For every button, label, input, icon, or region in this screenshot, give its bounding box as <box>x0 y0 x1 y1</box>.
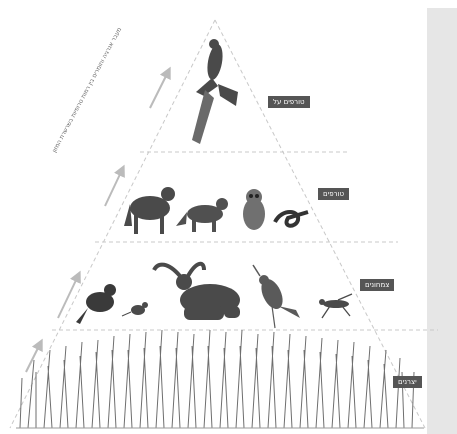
level-tag-producers: יצרנים <box>393 376 422 388</box>
wolf-icon <box>124 187 175 234</box>
owl-icon <box>243 189 265 230</box>
level-tag-predators: טורפים <box>318 188 349 200</box>
level-tag-apex-predators: טורפים על <box>268 96 310 108</box>
fox-icon <box>176 198 228 232</box>
rodent-icon <box>76 284 116 324</box>
side-panel <box>427 8 457 434</box>
eagle-icon <box>192 39 238 144</box>
snake-icon <box>275 212 308 226</box>
ibex-icon <box>154 264 240 320</box>
grass-icon <box>16 330 424 428</box>
grasshopper-icon <box>319 294 352 318</box>
bird-icon <box>253 265 300 328</box>
level-tag-herbivores: צמחונים <box>360 279 394 291</box>
energy-flow-arrows <box>26 72 168 372</box>
small-rodent-icon <box>122 302 148 316</box>
